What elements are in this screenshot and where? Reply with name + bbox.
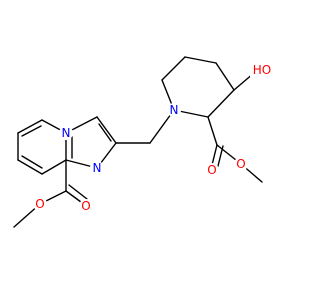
atom-o-carbonyl-right: O xyxy=(205,163,219,177)
atom-label: O xyxy=(207,163,216,177)
bond xyxy=(161,56,186,81)
bond xyxy=(215,62,235,91)
atom-label: HO xyxy=(253,63,271,77)
bond xyxy=(207,89,235,118)
atom-label: N xyxy=(62,126,71,140)
atom-label: N xyxy=(93,161,102,175)
atom-n-piperidine: N xyxy=(167,103,181,117)
bond xyxy=(207,116,218,146)
atom-hydroxyl: HO xyxy=(250,62,272,78)
bond xyxy=(216,145,224,171)
bond xyxy=(68,184,88,200)
bond xyxy=(96,116,117,144)
atom-o-carbonyl-left: O xyxy=(79,199,93,213)
bonds xyxy=(13,56,263,228)
bond xyxy=(21,155,43,169)
bond xyxy=(184,56,217,64)
atom-label: O xyxy=(236,157,245,171)
atom-n-bridge: N xyxy=(59,126,73,140)
bond xyxy=(17,159,43,175)
atom-label: O xyxy=(35,197,44,211)
atom-o-ester-left: O xyxy=(33,197,47,211)
structure-canvas: N N N HO O O O O xyxy=(13,56,272,228)
atom-label: O xyxy=(81,199,90,213)
bond xyxy=(17,119,43,134)
atom-labels: N N N HO O O O O xyxy=(33,62,272,213)
atom-label: N xyxy=(170,103,179,117)
bond xyxy=(21,125,42,137)
bond xyxy=(41,159,67,175)
atom-o-ester-right: O xyxy=(234,157,248,171)
bond xyxy=(98,123,112,142)
atom-n-imine: N xyxy=(90,161,104,175)
